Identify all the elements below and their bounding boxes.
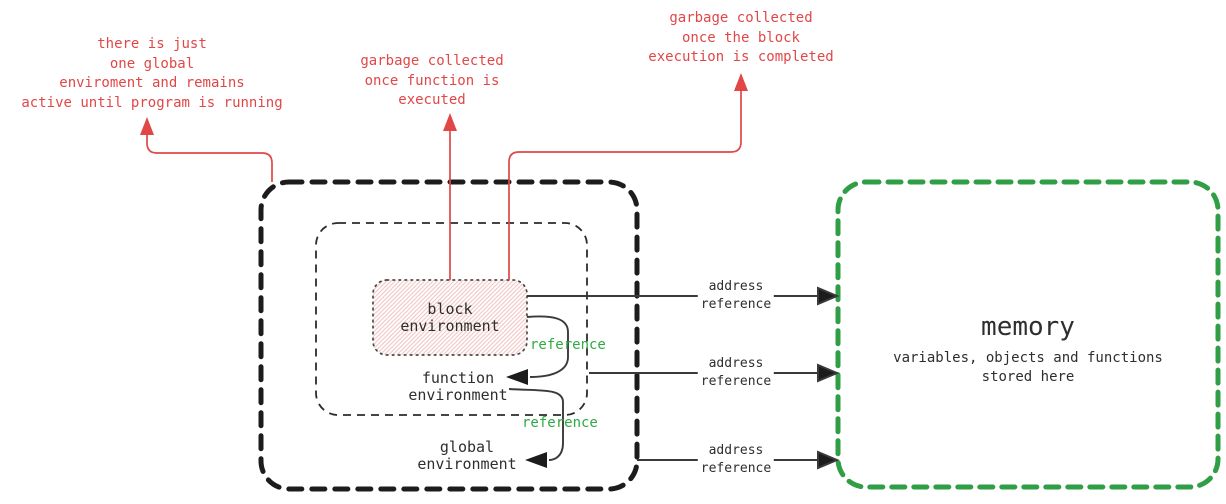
note-line: garbage collected (669, 10, 813, 26)
note-line: garbage collected (360, 53, 504, 69)
block-note-arrow-line (508, 91, 742, 280)
label-line: reference (700, 460, 772, 476)
note-line: one global (109, 55, 195, 72)
function-environment-label: function environment (408, 370, 507, 403)
label-line: reference (700, 296, 772, 312)
function-address-arrowhead-icon (817, 363, 840, 383)
memory-title: memory (981, 312, 1075, 342)
subtitle-line: variables, objects and functions (893, 350, 1163, 366)
label-line: reference (700, 373, 772, 389)
label-line: block (427, 300, 473, 318)
address-reference-label-block: address reference (697, 278, 775, 313)
note-line: once function is (364, 72, 500, 89)
global-address-arrowhead-icon (817, 450, 840, 470)
label-line: environment (400, 316, 500, 335)
label-line: function (421, 369, 495, 387)
memory-box (835, 179, 1221, 490)
memory-subtitle: variables, objects and functions stored … (893, 349, 1163, 386)
note-line: enviroment and remains (59, 75, 245, 91)
subtitle-line: stored here (981, 368, 1075, 385)
note-line: active until program is running (21, 94, 283, 111)
global-environment-note: there is just one global enviroment and … (21, 35, 282, 113)
function-to-global-arrowhead-icon (525, 452, 547, 468)
note-line: execution is completed (648, 49, 834, 65)
label-line: global (439, 438, 495, 456)
block-to-function-arrowhead-icon (506, 369, 528, 385)
function-to-global-reference-curve (508, 388, 564, 461)
address-reference-label-function: address reference (697, 355, 775, 390)
function-note-arrowhead-icon (443, 113, 457, 131)
label-line: address (708, 356, 764, 371)
global-environment-label: global environment (417, 439, 516, 472)
block-environment-box (372, 279, 528, 356)
label-line: environment (408, 385, 508, 404)
address-reference-label-global: address reference (697, 442, 775, 477)
block-gc-note: garbage collected once the block executi… (648, 9, 833, 68)
note-line: there is just (97, 36, 207, 52)
note-line: executed (398, 92, 466, 108)
block-to-function-reference-curve (526, 315, 569, 378)
function-gc-note: garbage collected once function is execu… (360, 52, 503, 111)
label-line: address (708, 279, 764, 294)
global-environment-box (258, 179, 640, 492)
function-environment-box (315, 222, 588, 416)
reference-label-function-global: reference (522, 415, 598, 431)
block-address-arrowhead-icon (817, 286, 840, 306)
label-line: environment (417, 454, 517, 473)
block-environment-label: block environment (400, 301, 499, 334)
block-note-arrowhead-icon (734, 73, 748, 91)
global-note-arrowhead-icon (140, 117, 154, 135)
reference-label-block-function: reference (530, 337, 606, 353)
label-line: address (708, 443, 764, 458)
global-note-arrow-line (146, 134, 273, 182)
note-line: once the block (681, 29, 800, 46)
